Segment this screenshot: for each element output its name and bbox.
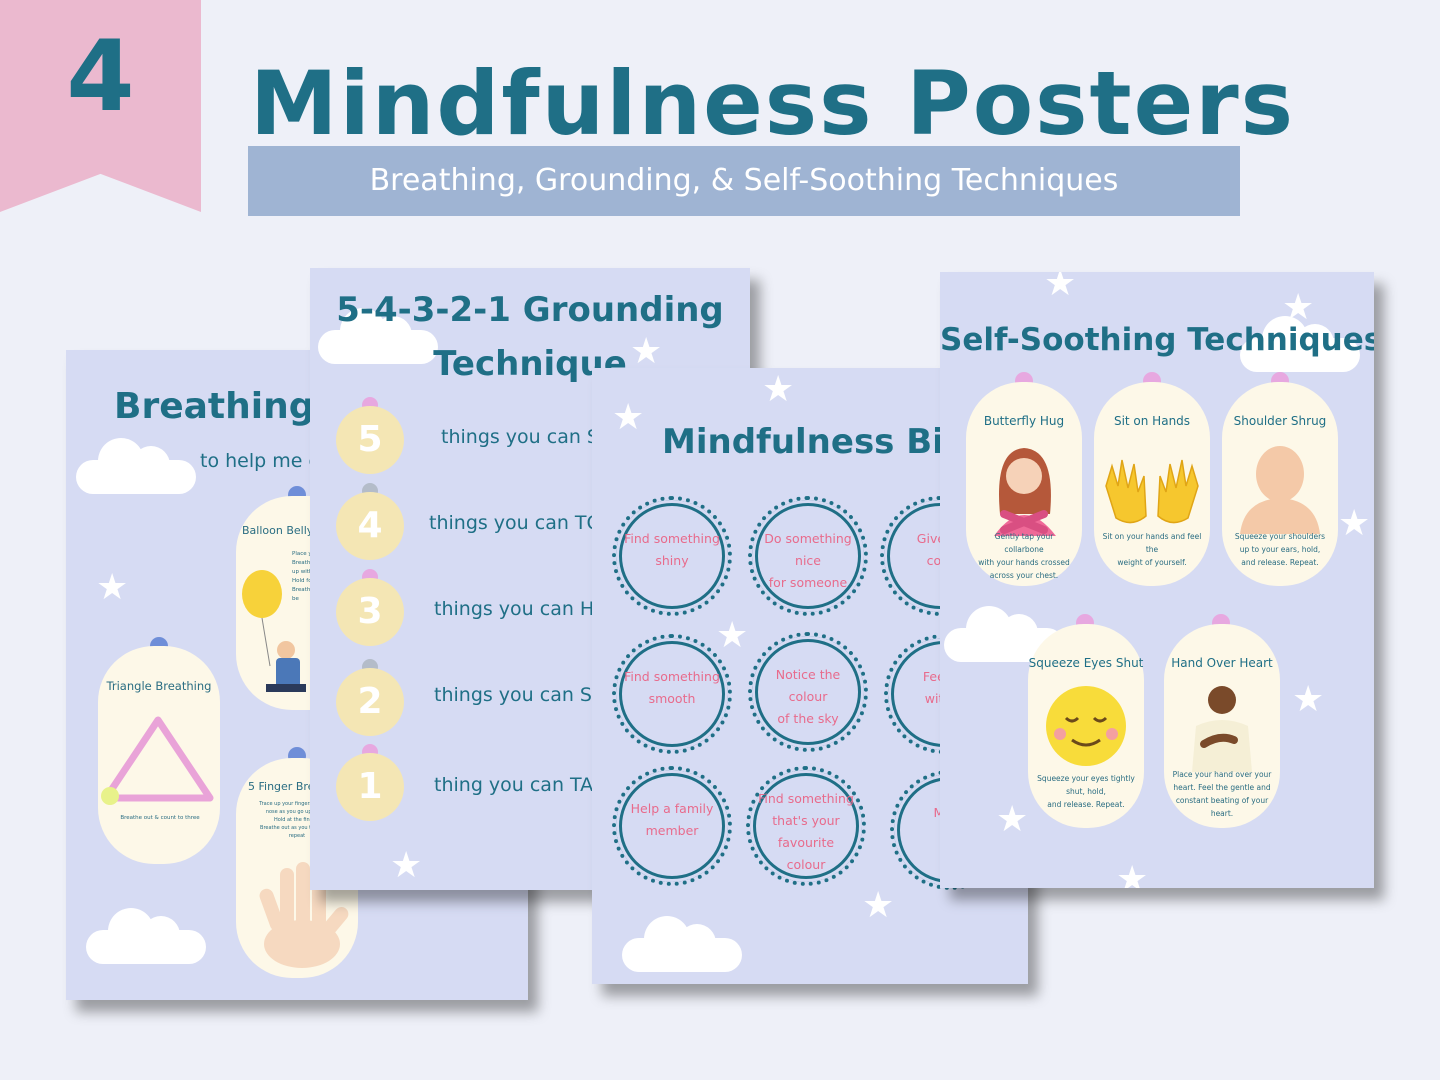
star-icon: ★ xyxy=(1116,859,1149,889)
triangle-breathing-card: Triangle Breathing Breathe out & count t… xyxy=(98,646,220,864)
triangle-bottom-label: Breathe out & count to three xyxy=(120,815,200,821)
grounding-number-5: 5 xyxy=(336,406,404,474)
butterfly-hug-card: Butterfly Hug Gently tap your collarbone… xyxy=(966,382,1082,586)
cloud-decoration xyxy=(1240,316,1360,372)
star-icon: ★ xyxy=(612,397,645,438)
hand-over-heart-label: Hand Over Heart xyxy=(1171,656,1273,670)
sit-on-hands-label: Sit on Hands xyxy=(1113,414,1191,428)
cloud-decoration xyxy=(318,308,438,364)
star-icon: ★ xyxy=(1338,503,1371,544)
balloon-person-illustration xyxy=(242,570,306,692)
grounding-number-2: 2 xyxy=(336,668,404,736)
star-icon: ★ xyxy=(630,331,663,372)
shoulder-shrug-label: Shoulder Shrug xyxy=(1233,414,1327,428)
star-icon: ★ xyxy=(1292,679,1325,720)
page-title: Mindfulness Posters xyxy=(250,52,1296,155)
star-icon: ★ xyxy=(996,799,1029,840)
grounding-item-touch: things you can TOUC xyxy=(429,512,629,534)
hand-illustration xyxy=(259,862,349,968)
star-icon: ★ xyxy=(862,885,895,926)
squeeze-eyes-description: Squeeze your eyes tightly shut, hold, an… xyxy=(1037,774,1135,809)
squeeze-eyes-card: Squeeze Eyes Shut Squeeze your eyes tigh… xyxy=(1028,624,1144,828)
grounding-item-see: things you can SEE xyxy=(441,426,624,448)
girl-hugging-illustration xyxy=(994,448,1056,536)
shoulder-shrug-card: Shoulder Shrug Squeeze your shoulders up… xyxy=(1222,382,1338,586)
star-icon: ★ xyxy=(1044,272,1077,304)
sit-on-hands-card: Sit on Hands Sit on your hands and feel … xyxy=(1094,382,1210,586)
open-hands-icon xyxy=(1105,459,1199,524)
star-icon: ★ xyxy=(716,615,749,656)
grounding-title-line1: 5-4-3-2-1 Grounding xyxy=(336,290,724,330)
balloon-belly-label: Balloon Belly B xyxy=(242,524,325,537)
triangle-breathing-label: Triangle Breathing xyxy=(106,679,212,693)
hand-over-heart-card: Hand Over Heart Place your hand over you… xyxy=(1164,624,1280,828)
shoulder-shrug-description: Squeeze your shoulders up to your ears, … xyxy=(1234,532,1326,567)
cloud-decoration xyxy=(622,916,742,972)
man-hand-heart-illustration xyxy=(1192,686,1252,772)
star-icon: ★ xyxy=(96,567,129,608)
five-finger-label: 5 Finger Bre xyxy=(248,780,315,793)
grounding-number-4: 4 xyxy=(336,492,404,560)
subtitle-bar: Breathing, Grounding, & Self-Soothing Te… xyxy=(248,146,1240,216)
grounding-item-smell: things you can SMEI xyxy=(434,684,626,706)
breathing-subtitle: to help me c xyxy=(200,450,319,472)
star-icon: ★ xyxy=(1282,287,1315,328)
badge-number: 4 xyxy=(66,20,135,134)
page-subtitle: Breathing, Grounding, & Self-Soothing Te… xyxy=(369,163,1119,198)
soothing-title: Self-Soothing Techniques xyxy=(940,322,1374,358)
butterfly-hug-label: Butterfly Hug xyxy=(983,414,1065,428)
self-soothing-poster: ★ ★ ★ ★ ★ ★ Self-Soothing Techniques But… xyxy=(940,272,1374,888)
grounding-item-hear: things you can HEAI xyxy=(434,598,625,620)
cloud-decoration xyxy=(86,908,206,964)
butterfly-hug-description: Gently tap your collarbone with your han… xyxy=(978,532,1070,580)
hand-over-heart-description: Place your hand over your heart. Feel th… xyxy=(1172,770,1272,818)
triangle-diagram xyxy=(101,716,214,805)
finger-instructions: Trace up your fingers breathin nose as y… xyxy=(259,801,335,839)
cloud-decoration xyxy=(76,438,196,494)
sit-on-hands-description: Sit on your hands and feel the weight of… xyxy=(1102,532,1202,567)
star-icon: ★ xyxy=(762,369,795,410)
person-shrug-illustration xyxy=(1240,446,1320,534)
smiling-face-icon xyxy=(1046,686,1126,766)
bingo-title: Mindfulness Bing xyxy=(662,422,993,462)
squeeze-eyes-label: Squeeze Eyes Shut xyxy=(1028,656,1144,670)
grounding-item-taste: thing you can TASTI xyxy=(434,774,623,796)
star-icon: ★ xyxy=(390,845,423,886)
grounding-number-1: 1 xyxy=(336,753,404,821)
grounding-number-3: 3 xyxy=(336,578,404,646)
